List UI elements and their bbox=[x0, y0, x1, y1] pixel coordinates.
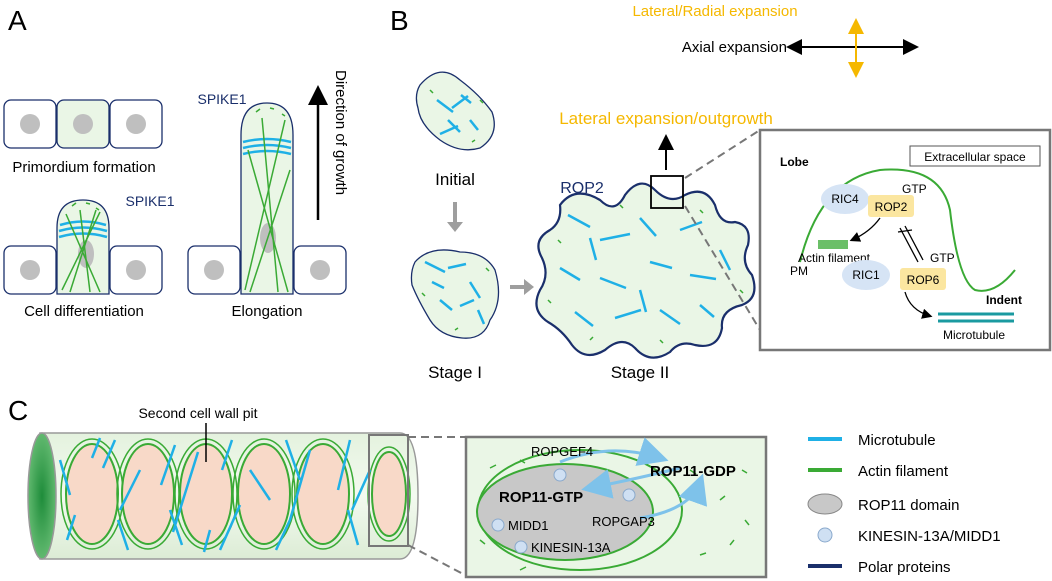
rop2-box bbox=[868, 195, 914, 217]
gap-arrow bbox=[639, 473, 708, 520]
elongation-label: Elongation bbox=[232, 303, 303, 320]
gef-arrow bbox=[559, 437, 669, 466]
inset-rop2-label: ROP2 bbox=[875, 200, 908, 214]
rop2-label: ROP2 bbox=[560, 180, 604, 197]
inset-c: ROPGEF4 ROP11-GDP ROP11-GTP MIDD1 ROPGAP… bbox=[464, 435, 768, 579]
legend-microtubule: Microtubule bbox=[858, 432, 936, 449]
actin-label: Actin filament bbox=[798, 251, 871, 265]
ropgap3-label: ROPGAP3 bbox=[592, 514, 655, 529]
ric1-oval bbox=[842, 260, 890, 290]
indent-label: Indent bbox=[986, 293, 1022, 307]
c-zoom-box bbox=[368, 434, 409, 547]
differentiation-cells bbox=[3, 199, 163, 295]
ric1-label: RIC1 bbox=[852, 268, 880, 282]
rop6-box bbox=[900, 268, 946, 290]
ric4-oval bbox=[821, 184, 869, 214]
spike1-label-differentiation: SPIKE1 bbox=[125, 193, 174, 209]
ropgef4-label: ROPGEF4 bbox=[531, 444, 593, 459]
lobe-label: Lobe bbox=[780, 155, 809, 169]
microtubule-inset-label: Microtubule bbox=[943, 328, 1005, 342]
panel-b: B Lateral/Radial expansion Axial expansi… bbox=[390, 3, 1052, 382]
differentiation-label: Cell differentiation bbox=[24, 303, 144, 320]
rop11-gdp-label: ROP11-GDP bbox=[650, 463, 736, 480]
pm-label: PM bbox=[790, 264, 808, 278]
inset-b: Extracellular space Lobe PM Indent RIC4 … bbox=[758, 128, 1052, 352]
legend: Microtubule Actin filament ROP11 domain … bbox=[807, 432, 1001, 576]
ric4-label: RIC4 bbox=[831, 192, 859, 206]
initial-cell bbox=[415, 71, 495, 151]
zoom-line-top bbox=[684, 129, 761, 179]
legend-rop11-swatch bbox=[807, 493, 843, 515]
gtp2-label: GTP bbox=[930, 251, 955, 265]
zoom-line-bottom bbox=[684, 205, 761, 331]
stage2-label: Stage II bbox=[611, 363, 670, 382]
activation-arrow bbox=[581, 466, 681, 499]
pit-label: Second cell wall pit bbox=[138, 405, 257, 421]
legend-kinesin: KINESIN-13A/MIDD1 bbox=[858, 528, 1001, 545]
rop11-gtp-label: ROP11-GTP bbox=[499, 489, 583, 506]
panel-a-letter: A bbox=[8, 5, 27, 36]
actin-fragments bbox=[479, 459, 750, 571]
initial-label: Initial bbox=[435, 170, 475, 189]
elongation-cells bbox=[187, 102, 347, 295]
stage2-cell bbox=[535, 182, 756, 359]
rop6-label: ROP6 bbox=[907, 273, 940, 287]
lateral-outgrowth-label: Lateral expansion/outgrowth bbox=[559, 109, 773, 128]
kinesin-label: KINESIN-13A bbox=[531, 540, 611, 555]
gtp1-label: GTP bbox=[902, 182, 927, 196]
spike1-label-elongation: SPIKE1 bbox=[197, 91, 246, 107]
legend-polar: Polar proteins bbox=[858, 559, 951, 576]
panel-a: A Primordium formation bbox=[3, 5, 349, 320]
stage1-label: Stage I bbox=[428, 363, 482, 382]
vessel-tube bbox=[27, 432, 419, 560]
actin-bundle bbox=[818, 240, 848, 249]
legend-kinesin-swatch bbox=[817, 527, 833, 543]
panel-c: C Second cell wall pit bbox=[8, 395, 1001, 579]
tube-microtubules bbox=[58, 437, 372, 553]
legend-actin: Actin filament bbox=[858, 463, 949, 480]
direction-label: Direction of growth bbox=[332, 70, 349, 195]
legend-rop11: ROP11 domain bbox=[858, 497, 959, 514]
stage1-cell bbox=[410, 249, 500, 339]
panel-c-letter: C bbox=[8, 395, 28, 426]
primordium-label: Primordium formation bbox=[12, 159, 155, 176]
extracellular-label: Extracellular space bbox=[924, 150, 1026, 164]
lateral-radial-label: Lateral/Radial expansion bbox=[632, 3, 797, 20]
axial-label: Axial expansion bbox=[682, 39, 787, 56]
zoom-box bbox=[650, 175, 684, 209]
midd1-label: MIDD1 bbox=[508, 518, 548, 533]
panel-b-letter: B bbox=[390, 5, 409, 36]
primordium-cells bbox=[3, 99, 163, 149]
